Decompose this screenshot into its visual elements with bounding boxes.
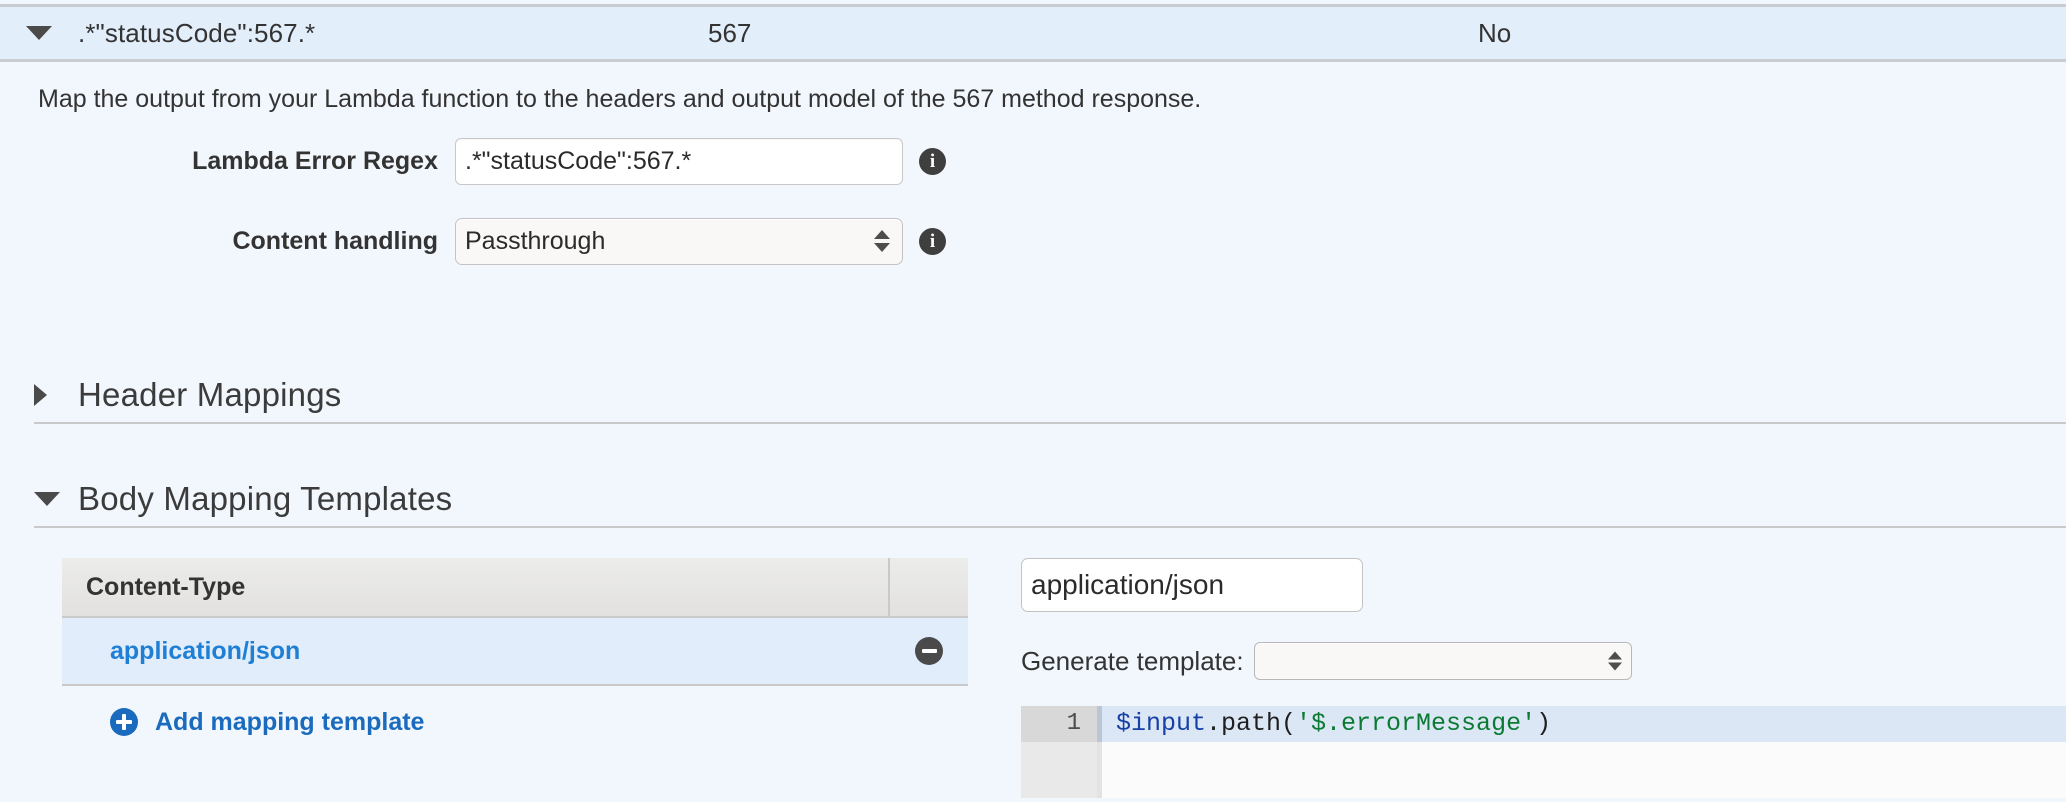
code-token-var: $input bbox=[1116, 709, 1207, 738]
code-line-number-empty bbox=[1021, 778, 1097, 798]
caret-right-icon[interactable] bbox=[34, 384, 47, 406]
content-type-input[interactable] bbox=[1021, 558, 1363, 612]
code-token-string: '$.errorMessage' bbox=[1296, 709, 1537, 738]
content-handling-label: Content handling bbox=[232, 226, 438, 255]
code-line-number: 1 bbox=[1021, 706, 1097, 742]
lambda-error-regex-label: Lambda Error Regex bbox=[192, 146, 438, 175]
info-icon[interactable]: i bbox=[919, 227, 946, 255]
add-mapping-template-button[interactable]: Add mapping template bbox=[62, 686, 968, 758]
code-token-plain: .path( bbox=[1206, 709, 1297, 738]
minus-circle-icon[interactable] bbox=[915, 637, 943, 665]
code-line-empty[interactable] bbox=[1021, 778, 2066, 798]
section-body-mapping-templates: Body Mapping Templates bbox=[0, 472, 2066, 528]
code-line-text-empty[interactable] bbox=[1097, 742, 2066, 778]
template-editor-column: Generate template: 1 $input.path('$.erro… bbox=[1021, 558, 2066, 798]
body-mapping-templates-toggle[interactable]: Body Mapping Templates bbox=[0, 472, 2066, 526]
body-mapping-templates-divider bbox=[34, 526, 2066, 528]
generate-template-label: Generate template: bbox=[1021, 645, 1244, 676]
lambda-error-regex-input[interactable] bbox=[455, 137, 903, 185]
code-line[interactable]: 1 $input.path('$.errorMessage') bbox=[1021, 706, 2066, 742]
integration-response-header-row[interactable]: .*"statusCode":567.* 567 No bbox=[0, 4, 2066, 62]
code-line-number-empty bbox=[1021, 742, 1097, 778]
plus-circle-icon bbox=[110, 708, 138, 736]
panel-description: Map the output from your Lambda function… bbox=[38, 85, 1202, 113]
content-handling-select[interactable]: Passthrough bbox=[455, 217, 903, 265]
code-line-text[interactable]: $input.path('$.errorMessage') bbox=[1097, 706, 2066, 742]
section-header-mappings: Header Mappings bbox=[0, 368, 2066, 424]
header-lambda-error-regex: .*"statusCode":567.* bbox=[78, 17, 316, 48]
info-icon[interactable]: i bbox=[919, 147, 946, 175]
generate-template-row: Generate template: bbox=[1021, 642, 2066, 680]
table-row[interactable]: application/json bbox=[62, 618, 968, 686]
code-line-text-empty[interactable] bbox=[1097, 778, 2066, 798]
code-line-empty[interactable] bbox=[1021, 742, 2066, 778]
mapping-template-code-editor[interactable]: 1 $input.path('$.errorMessage') bbox=[1021, 706, 2066, 798]
content-type-table: Content-Type application/json Add mappin… bbox=[62, 558, 968, 758]
lambda-error-regex-row: Lambda Error Regex i bbox=[0, 137, 946, 185]
content-handling-select-wrap[interactable]: Passthrough bbox=[455, 217, 903, 265]
caret-down-icon[interactable] bbox=[26, 26, 52, 40]
add-mapping-template-label: Add mapping template bbox=[155, 707, 425, 736]
header-mappings-caret-slot[interactable] bbox=[34, 384, 78, 406]
body-mapping-content: Content-Type application/json Add mappin… bbox=[0, 558, 2066, 802]
body-mapping-templates-caret-slot[interactable] bbox=[34, 492, 78, 506]
header-default-mapping: No bbox=[1478, 17, 1512, 48]
caret-down-icon[interactable] bbox=[34, 492, 60, 506]
code-token-plain: ) bbox=[1536, 709, 1552, 738]
response-header-caret-cell[interactable] bbox=[0, 26, 78, 40]
header-mappings-divider bbox=[34, 422, 2066, 424]
body-mapping-templates-title: Body Mapping Templates bbox=[78, 480, 453, 517]
header-method-response-status: 567 bbox=[708, 17, 752, 48]
column-header-actions bbox=[890, 558, 968, 616]
column-header-content-type: Content-Type bbox=[62, 558, 890, 616]
content-handling-row: Content handling Passthrough i bbox=[0, 217, 946, 265]
content-handling-value: Passthrough bbox=[465, 226, 606, 255]
content-type-table-header: Content-Type bbox=[62, 558, 968, 618]
content-type-link[interactable]: application/json bbox=[110, 636, 301, 665]
generate-template-select[interactable] bbox=[1253, 642, 1632, 680]
generate-template-select-wrap[interactable] bbox=[1253, 642, 1632, 680]
header-mappings-title: Header Mappings bbox=[78, 376, 342, 413]
row-actions-cell bbox=[890, 637, 968, 665]
header-mappings-toggle[interactable]: Header Mappings bbox=[0, 368, 2066, 422]
